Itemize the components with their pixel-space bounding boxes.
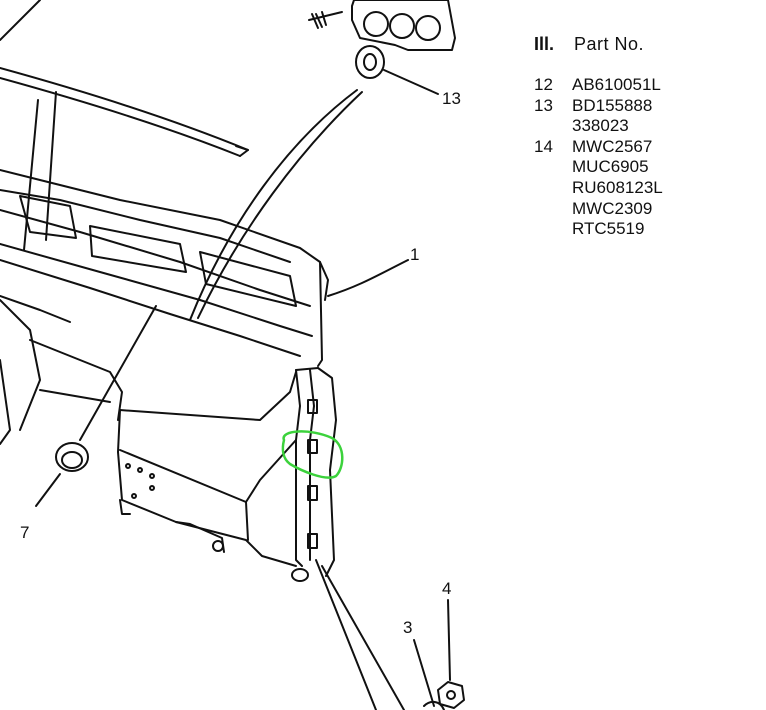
leader-line <box>327 259 409 297</box>
leader-line <box>23 99 39 251</box>
parts-row: 12 AB610051L <box>534 75 663 96</box>
part-number: MWC2567 <box>572 136 653 156</box>
ill-number: 14 <box>534 136 553 156</box>
ill-number: 13 <box>534 95 553 115</box>
callout-3: 3 <box>403 618 413 637</box>
header-part-no: Part No. <box>574 34 645 54</box>
part-number: RU608123L <box>572 177 663 197</box>
fastener-4 <box>437 599 465 709</box>
leader-line <box>45 91 57 241</box>
parts-table: Ill. Part No. 12 AB610051L 13 BD155888 3… <box>534 34 663 240</box>
leader-line <box>0 0 41 41</box>
callout-1: 1 <box>410 245 420 264</box>
part-number: BD155888 <box>572 95 653 115</box>
parts-table-header: Ill. Part No. <box>534 34 663 55</box>
callout-13: 13 <box>442 89 461 108</box>
screw-top <box>308 11 343 29</box>
side-pillar <box>291 367 337 582</box>
part-number: RTC5519 <box>572 219 645 239</box>
bulkhead-panel <box>0 169 329 567</box>
leader-line <box>321 565 405 710</box>
trim-strip <box>0 67 249 157</box>
parts-row: 14 MWC2567 MUC6905 RU608123L MWC2309 RTC… <box>534 137 663 240</box>
part-number: 338023 <box>572 116 629 136</box>
ill-number: 12 <box>534 75 553 94</box>
leader-line <box>197 91 363 319</box>
grommet-plate <box>351 0 456 51</box>
grommet-7 <box>35 305 157 507</box>
highlight-circle <box>281 430 344 479</box>
header-ill: Ill. <box>534 34 555 54</box>
part-number: MWC2309 <box>572 198 653 218</box>
callout-4: 4 <box>442 579 452 598</box>
leader-line <box>315 559 377 710</box>
part-number: MUC6905 <box>572 157 649 177</box>
callout-7: 7 <box>20 523 30 542</box>
parts-row: 13 BD155888 338023 <box>534 96 663 137</box>
part-number: AB610051L <box>572 75 661 94</box>
fastener-3 <box>413 639 445 710</box>
grommet-13 <box>355 45 439 95</box>
